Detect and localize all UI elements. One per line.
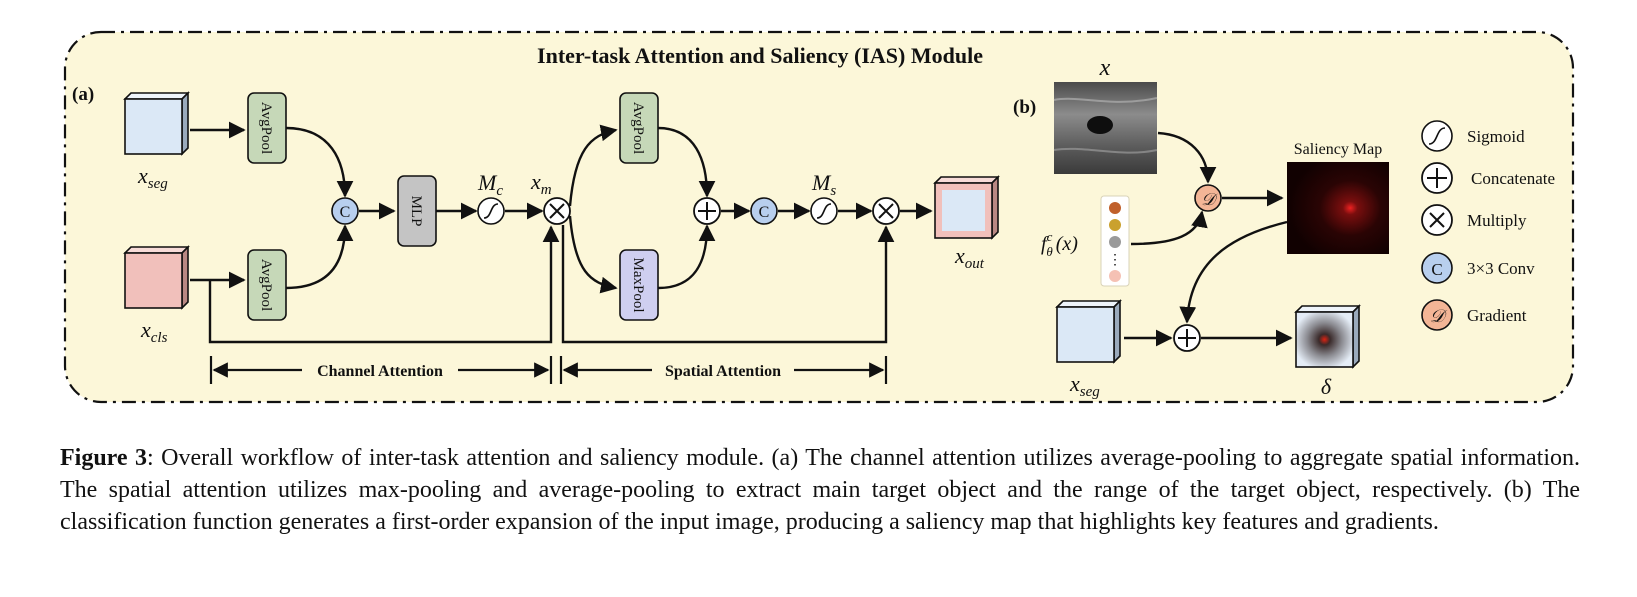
channel-attention-label: Channel Attention (317, 363, 443, 380)
caption-lead: Figure 3 (60, 445, 148, 471)
attention-brackets (209, 356, 888, 384)
x-cls-cube (123, 245, 190, 310)
legend-item-sigmoid: Sigmoid (1421, 120, 1525, 152)
svg-text:Gradient: Gradient (1467, 306, 1527, 325)
conv-node-channel: C (331, 197, 359, 225)
panel-a-label: (a) (72, 84, 94, 105)
svg-text:𝒟: 𝒟 (1430, 306, 1448, 326)
svg-text:3×3 Conv: 3×3 Conv (1467, 259, 1535, 278)
svg-text:Multiply: Multiply (1467, 211, 1527, 230)
svg-text:𝒟: 𝒟 (1201, 190, 1218, 209)
legend-item-multiply: Multiply (1421, 204, 1527, 236)
connector-arrows-b (1124, 131, 1293, 347)
panel-b-label: (b) (1013, 97, 1036, 118)
avgpool-block-spatial: AvgPool (619, 92, 659, 164)
ultrasound-image (1053, 82, 1158, 174)
class-probability-vector: ⋮ (1100, 195, 1130, 287)
svg-text:Concatenate: Concatenate (1471, 169, 1555, 188)
concat-node-b (1173, 324, 1201, 352)
svg-text:C: C (340, 204, 351, 221)
conv-icon (1421, 252, 1453, 284)
x-seg-label: xseg (137, 163, 168, 192)
concat-node-spatial (693, 197, 721, 225)
conv-node-spatial: C (750, 197, 778, 225)
saliency-map-label: Saliency Map (1294, 141, 1382, 158)
x-seg-cube-b (1055, 299, 1122, 364)
svg-text:Sigmoid: Sigmoid (1467, 127, 1525, 146)
module-title: Inter-task Attention and Saliency (IAS) … (537, 43, 983, 68)
svg-text:AvgPool: AvgPool (258, 259, 274, 311)
sigmoid-node-spatial (810, 197, 838, 225)
input-x-label: x (1099, 55, 1111, 81)
ias-module-diagram: Inter-task Attention and Saliency (IAS) … (63, 30, 1575, 404)
x-out-cube (933, 175, 1000, 240)
delta-label: δ (1321, 374, 1332, 399)
svg-text:AvgPool: AvgPool (258, 102, 274, 154)
mc-label: Mc (477, 170, 503, 199)
figure-caption: Figure 3: Overall workflow of inter-task… (60, 442, 1580, 538)
x-seg-b-label: xseg (1069, 371, 1100, 400)
maxpool-block-spatial: MaxPool (619, 249, 659, 321)
avgpool-block-channel-top: AvgPool (247, 92, 287, 164)
caption-text: : Overall workflow of inter-task attenti… (60, 445, 1580, 535)
avgpool-block-channel-bottom: AvgPool (247, 249, 287, 321)
x-seg-cube (123, 91, 190, 156)
svg-text:C: C (1431, 260, 1442, 279)
svg-text:MLP: MLP (408, 196, 424, 227)
svg-text:AvgPool: AvgPool (630, 102, 646, 154)
sigmoid-node-channel (477, 197, 505, 225)
gradient-icon (1421, 299, 1453, 331)
gradient-node: 𝒟 (1194, 184, 1222, 212)
xm-label: xm (530, 169, 552, 198)
svg-text:MaxPool: MaxPool (630, 257, 646, 312)
connector-arrows-a (190, 121, 933, 344)
legend-item-concatenate: Concatenate (1421, 162, 1555, 194)
x-out-label: xout (954, 243, 985, 272)
svg-text:C: C (759, 204, 770, 221)
saliency-map-image (1287, 162, 1389, 254)
x-cls-label: xcls (140, 317, 168, 346)
mlp-block: MLP (397, 175, 437, 247)
ms-label: Ms (811, 170, 836, 199)
multiply-node-xm (543, 197, 571, 225)
legend-item-gradient: 𝒟 Gradient (1421, 299, 1527, 331)
multiply-node-out (872, 197, 900, 225)
legend: Sigmoid Concatenate Multiply C 3×3 Conv … (1421, 120, 1555, 331)
spatial-attention-label: Spatial Attention (665, 363, 781, 380)
legend-item-conv: C 3×3 Conv (1421, 252, 1535, 284)
svg-text:⋮: ⋮ (1108, 253, 1122, 268)
delta-cube (1294, 304, 1361, 369)
